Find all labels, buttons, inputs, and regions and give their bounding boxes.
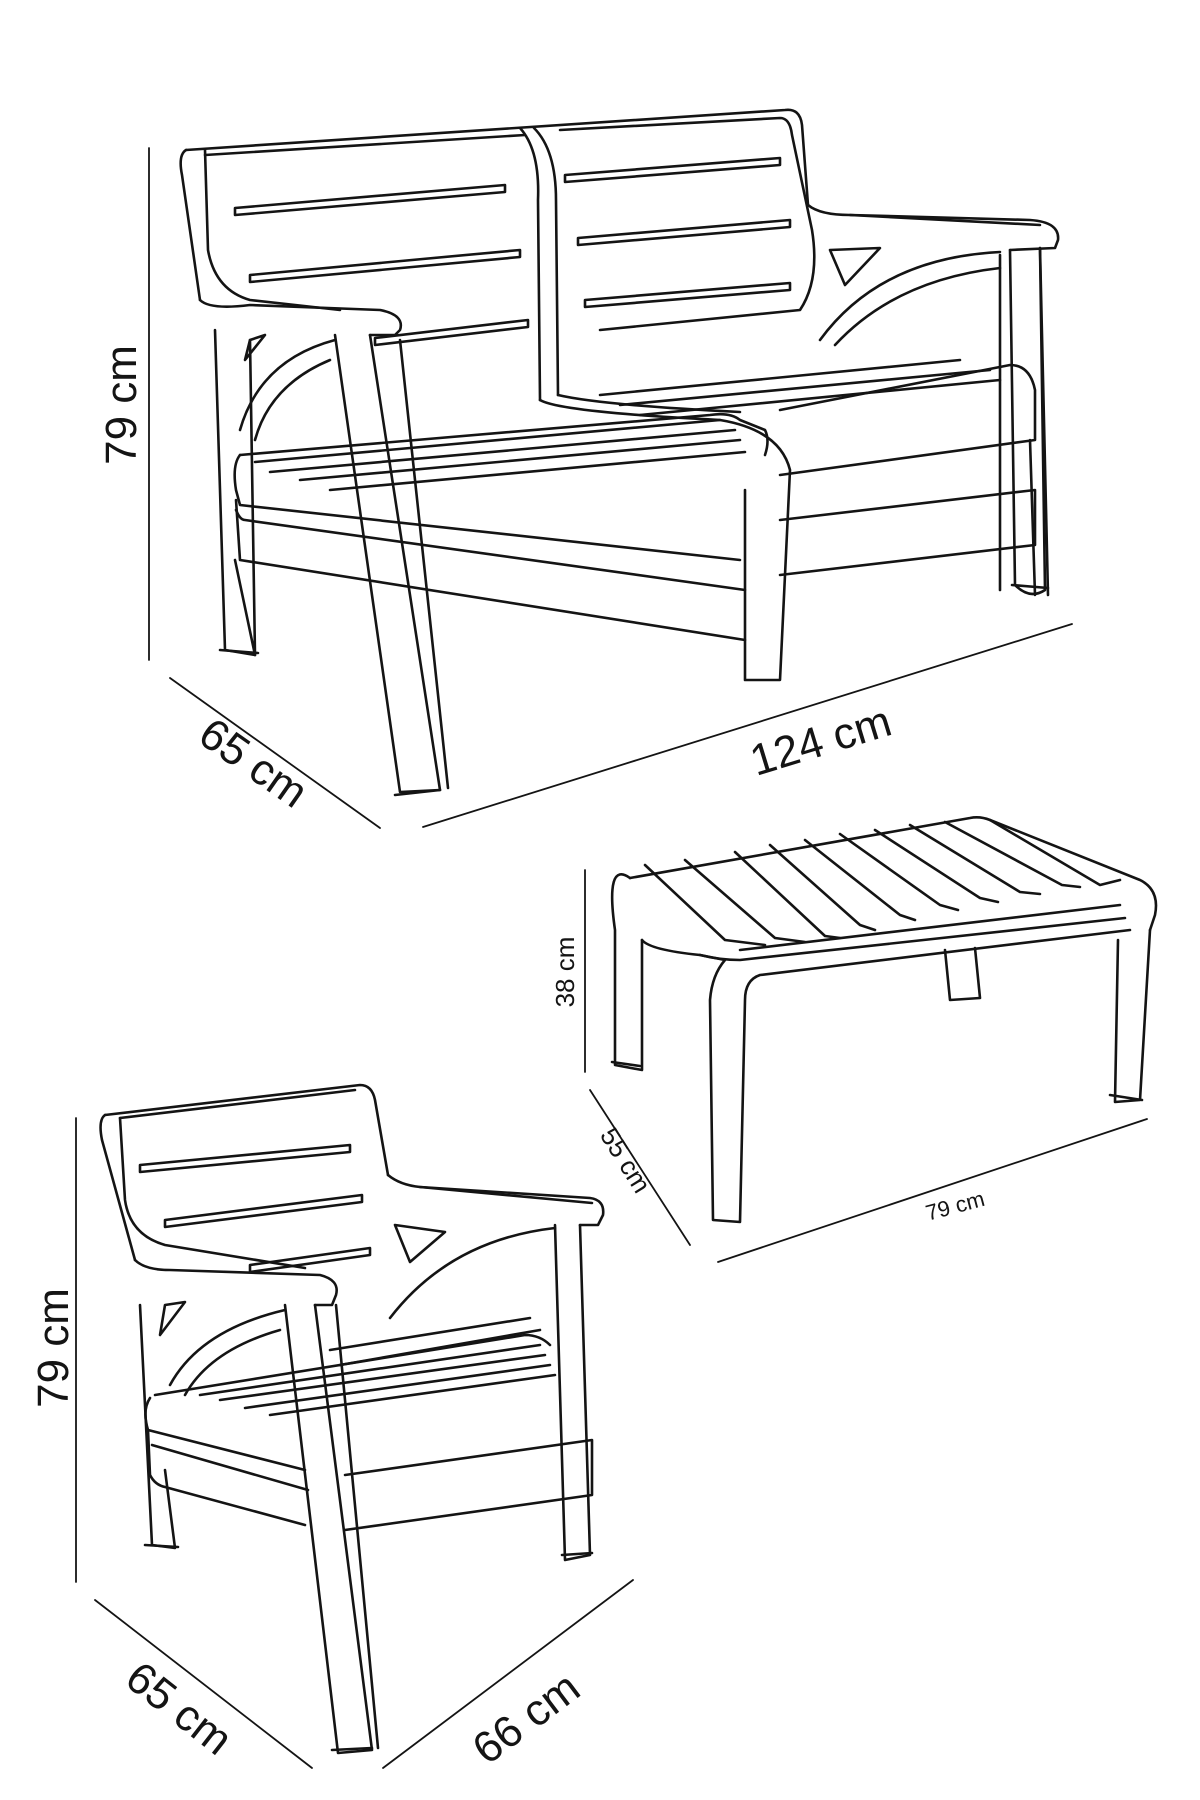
sofa-depth-line — [169, 677, 381, 829]
sofa-height-label: 79 cm — [97, 345, 146, 465]
sofa-width-label: 124 cm — [745, 697, 897, 786]
sofa-width-line — [422, 623, 1073, 828]
sofa-dimensions: 79 cm 65 cm 124 cm — [97, 147, 1073, 829]
armchair-depth-line — [94, 1599, 313, 1769]
table-depth-line — [589, 1089, 691, 1246]
sofa-drawing — [179, 108, 1060, 797]
armchair-drawing — [99, 1083, 605, 1755]
armchair-width-line — [382, 1579, 634, 1769]
table-width-line — [717, 1118, 1148, 1263]
table-depth-label: 55 cm — [594, 1122, 657, 1198]
table-height-label: 38 cm — [550, 937, 580, 1008]
armchair-depth-label: 65 cm — [117, 1652, 242, 1764]
table-drawing — [610, 816, 1158, 1224]
armchair-width-label: 66 cm — [464, 1663, 589, 1774]
armchair-height-label: 79 cm — [29, 1288, 78, 1408]
table-width-label: 79 cm — [923, 1186, 987, 1226]
sofa-depth-label: 65 cm — [190, 709, 316, 818]
